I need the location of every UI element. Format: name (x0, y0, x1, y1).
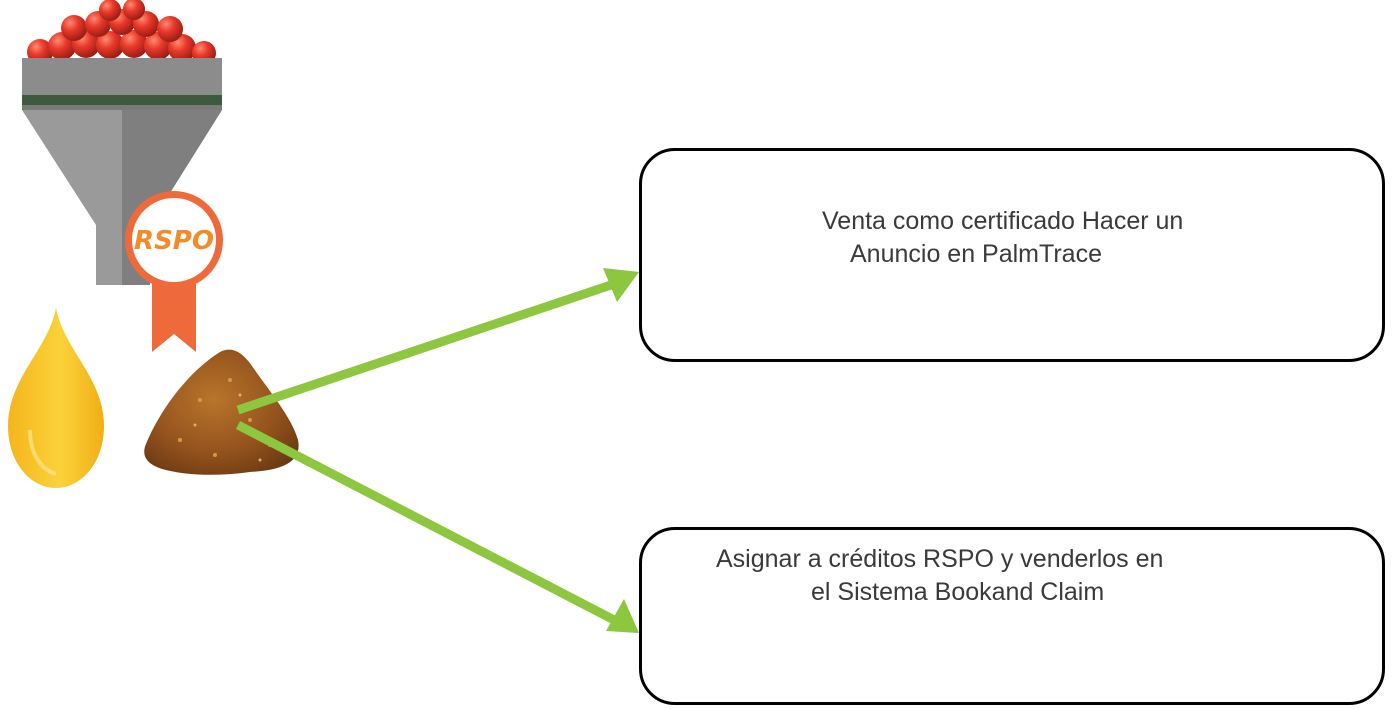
option-text-line: Anuncio en PalmTrace (850, 240, 1102, 268)
arrow-icon (236, 268, 639, 415)
rspo-badge-label: RSPO (134, 226, 214, 256)
option-box-sell-certified: Venta como certificado Hacer un Anuncio … (639, 148, 1385, 362)
oil-drop-icon (8, 308, 104, 488)
option-box-rspo-credits: Asignar a créditos RSPO y venderlos en e… (639, 527, 1385, 705)
rspo-badge-icon: RSPO (125, 191, 223, 352)
option-text-line: Venta como certificado Hacer un (822, 207, 1184, 235)
option-text-line: Asignar a créditos RSPO y venderlos en (716, 545, 1164, 573)
palm-fruit-icon (27, 0, 216, 65)
kernel-pile-icon (144, 349, 299, 475)
arrow-icon (235, 421, 639, 633)
option-text-line: el Sistema Bookand Claim (811, 578, 1105, 606)
